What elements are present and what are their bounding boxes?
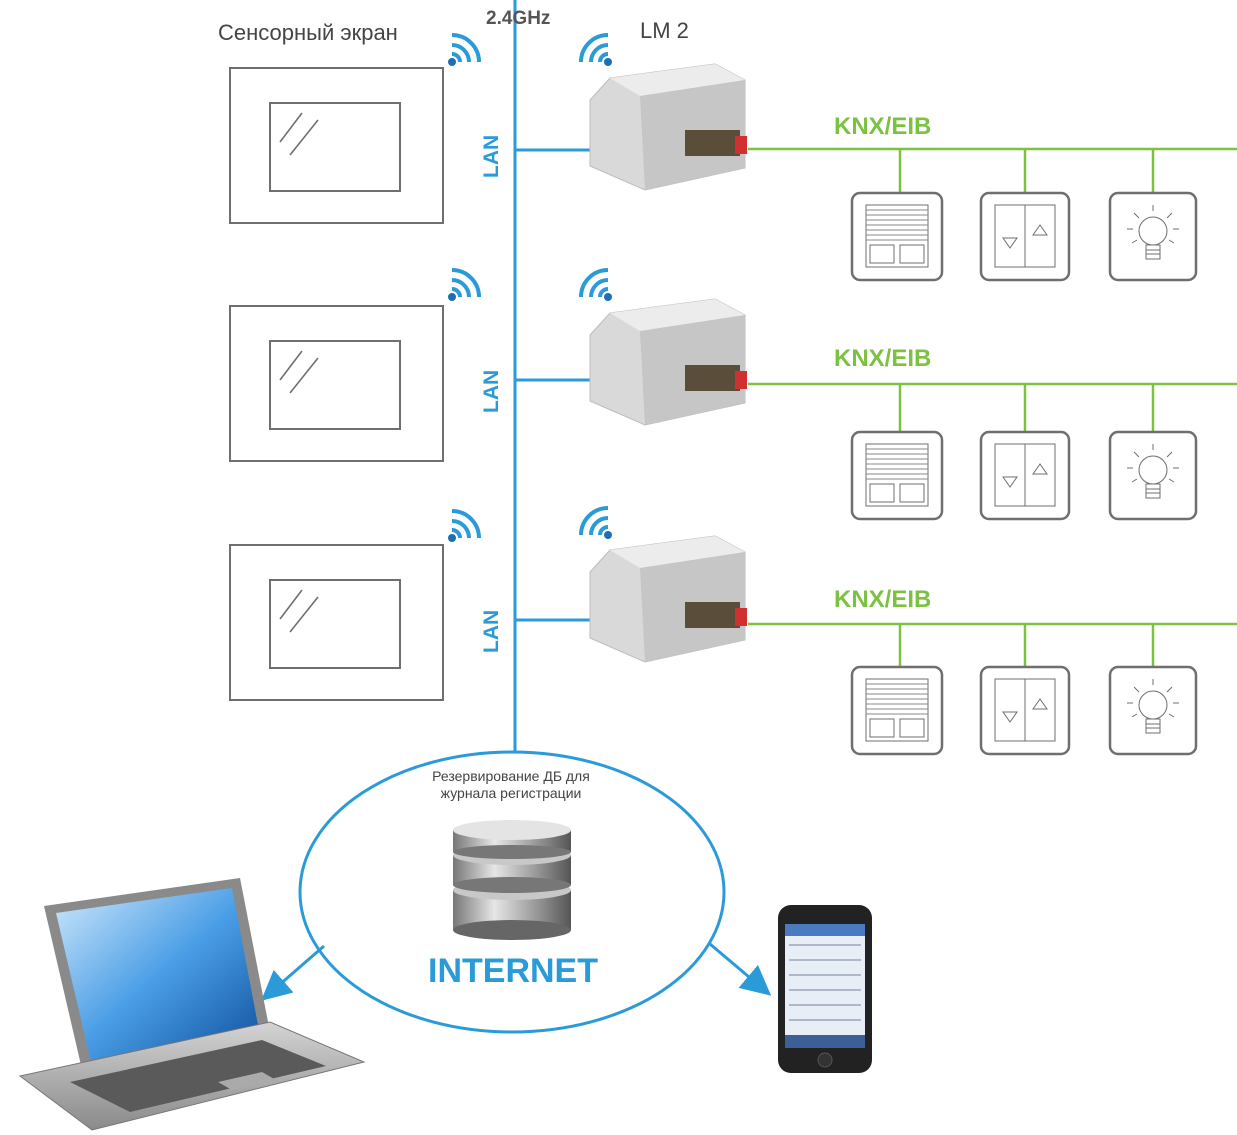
- smartphone-icon: [778, 905, 872, 1073]
- internet-label: INTERNET: [428, 952, 598, 990]
- knx-bus-label: KNX/EIB: [834, 586, 932, 613]
- internet-cloud: [298, 750, 726, 1034]
- lm-label: LM 2: [640, 18, 689, 43]
- light-bulb-icon: [1108, 191, 1198, 282]
- knx-bus-label: KNX/EIB: [834, 113, 932, 140]
- frequency-label: 2.4GHz: [486, 8, 551, 29]
- shutter-switch-icon: [979, 430, 1071, 521]
- touch-screen-label: Сенсорный экран: [218, 20, 398, 45]
- logic-machine-icon: [589, 535, 747, 663]
- touch-screen-icon: [229, 305, 444, 462]
- backup-label: Резервирование ДБ для журнала регистраци…: [432, 768, 590, 801]
- touch-screen-icon: [229, 544, 444, 701]
- wifi-signal-icon: [448, 509, 481, 542]
- shutter-switch-icon: [979, 665, 1071, 756]
- light-bulb-icon: [1108, 430, 1198, 521]
- shutter-switch-icon: [979, 191, 1071, 282]
- blind-switch-icon: [850, 191, 944, 282]
- logic-machine-icon: [589, 298, 747, 426]
- laptop-icon: [18, 878, 366, 1131]
- knx-bus: [748, 622, 1237, 667]
- blind-switch-icon: [850, 430, 944, 521]
- wifi-signal-icon: [579, 268, 612, 301]
- knx-bus: [748, 382, 1237, 432]
- light-bulb-icon: [1108, 665, 1198, 756]
- lan-label: LAN: [480, 134, 503, 178]
- blind-switch-icon: [850, 665, 944, 756]
- arrow-to-laptop: [260, 944, 325, 1001]
- lan-label: LAN: [480, 369, 503, 413]
- wifi-signal-icon: [579, 33, 612, 66]
- arrow-to-phone: [709, 942, 772, 996]
- database-icon: [453, 820, 571, 940]
- logic-machine-icon: [589, 63, 747, 191]
- knx-bus: [748, 147, 1237, 193]
- touch-screen-icon: [229, 67, 444, 224]
- wifi-signal-icon: [579, 506, 612, 539]
- knx-bus-label: KNX/EIB: [834, 345, 932, 372]
- wifi-signal-icon: [448, 268, 481, 301]
- wifi-signal-icon: [448, 33, 481, 66]
- lan-label: LAN: [480, 609, 503, 653]
